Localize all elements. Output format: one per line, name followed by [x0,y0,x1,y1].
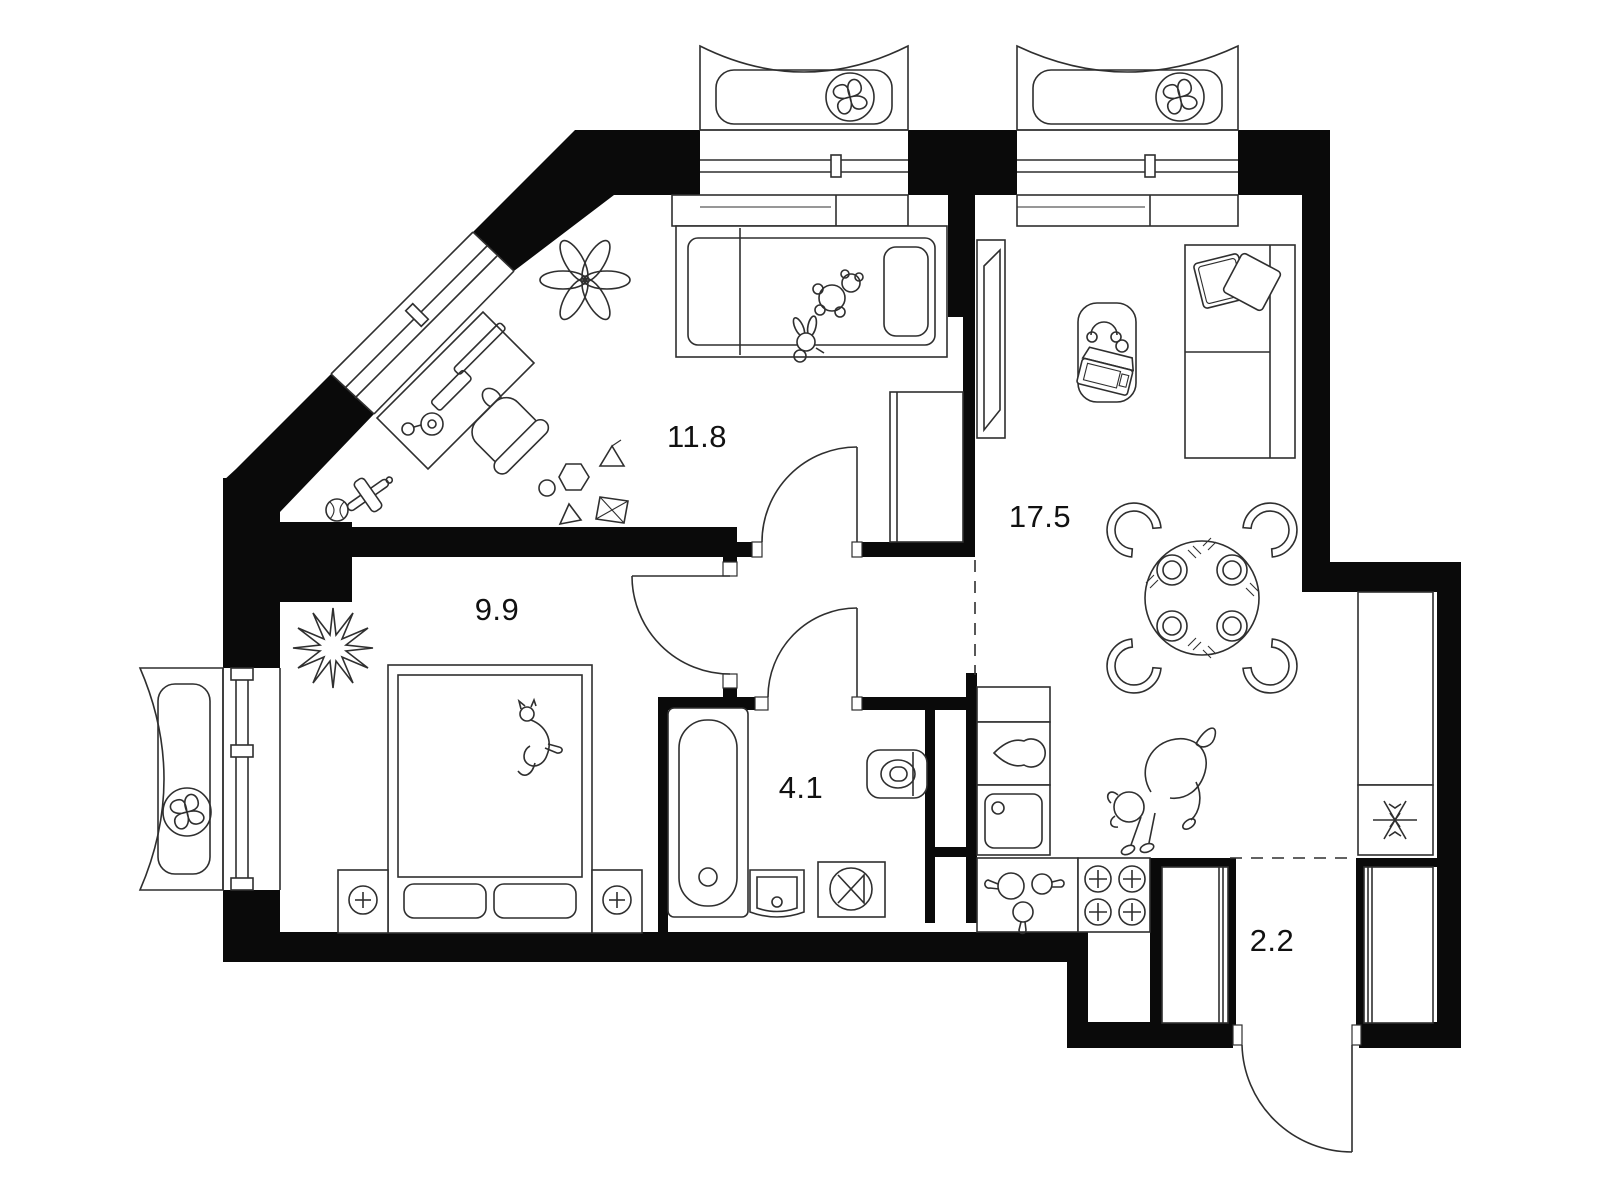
dining-chair [1237,633,1309,705]
ball-icon [325,498,349,522]
sofa [1184,244,1296,459]
blocks-icon [538,439,629,526]
dining-table [1095,491,1309,705]
closet-left [1161,866,1229,1024]
outer-walls [223,130,1461,1048]
burner-icons [1084,865,1146,926]
window-diagonal [330,231,515,415]
wardrobe-children [889,391,964,543]
washing-machine [817,861,886,918]
room-label-bathroom: 4.1 [778,770,824,805]
dining-chair [1095,491,1167,563]
entry-closets [1161,866,1434,1024]
kitchen-cabinet [976,686,1051,723]
window-living [1016,129,1239,227]
living-furniture [976,239,1309,856]
ac-unit-left [138,667,224,891]
inner-walls [347,195,1461,1048]
kitchen-appliance [976,721,1051,786]
kitchen-units [976,591,1434,935]
bathroom-fixtures [667,707,928,918]
doors [631,446,1362,1153]
nightstand-left [337,869,389,934]
leafy-plant-icon [539,239,631,321]
refrigerator [1357,784,1434,856]
nightstand-right [591,869,643,934]
bathtub [667,707,749,918]
bedroom-furniture [292,607,643,934]
room-label-hallway: 2.2 [1249,923,1295,958]
dining-chair [1095,633,1167,705]
children-room-furniture [325,225,964,543]
stove [1077,857,1151,933]
fan-icon [1155,72,1205,122]
tv [976,239,1006,439]
teddy-bear-icon [812,269,864,318]
fan-icon [825,72,875,122]
zone-boundaries [974,560,1356,859]
door-children-room [751,446,863,558]
door-entry [1232,1024,1362,1153]
laptop-icon [1076,346,1135,396]
sofa-cushions [1193,252,1282,312]
cat-icon [517,697,563,776]
room-label-bedroom: 9.9 [474,592,520,627]
star-plant-icon [292,607,374,689]
desk-chair [471,396,550,475]
tall-cabinet [1357,591,1434,786]
bathroom-sink [749,869,805,918]
ac-unit-top-left [699,44,909,131]
snowflake-icon [1373,800,1417,840]
window-bedroom [222,667,281,891]
dining-chair [1237,491,1309,563]
toilet [866,749,928,799]
kitchen-sink [976,784,1051,856]
dog-icon [1106,727,1217,856]
cutlery-icons [1145,537,1259,659]
room-label-living: 17.5 [1008,499,1072,534]
fan-icon [162,787,212,837]
room-label-children: 11.8 [666,419,728,454]
door-bathroom [754,607,863,711]
double-bed [387,664,593,934]
windows [222,129,1239,891]
toy-plane-icon [346,476,394,513]
door-bedroom [631,561,738,689]
closet-right [1363,866,1434,1024]
headphones-icon [1086,321,1129,353]
kitchen-counter-pans [976,857,1079,935]
ac-unit-top-right [1016,44,1239,131]
window-children [671,129,909,227]
desk [375,310,536,471]
bunny-icon [792,315,825,363]
